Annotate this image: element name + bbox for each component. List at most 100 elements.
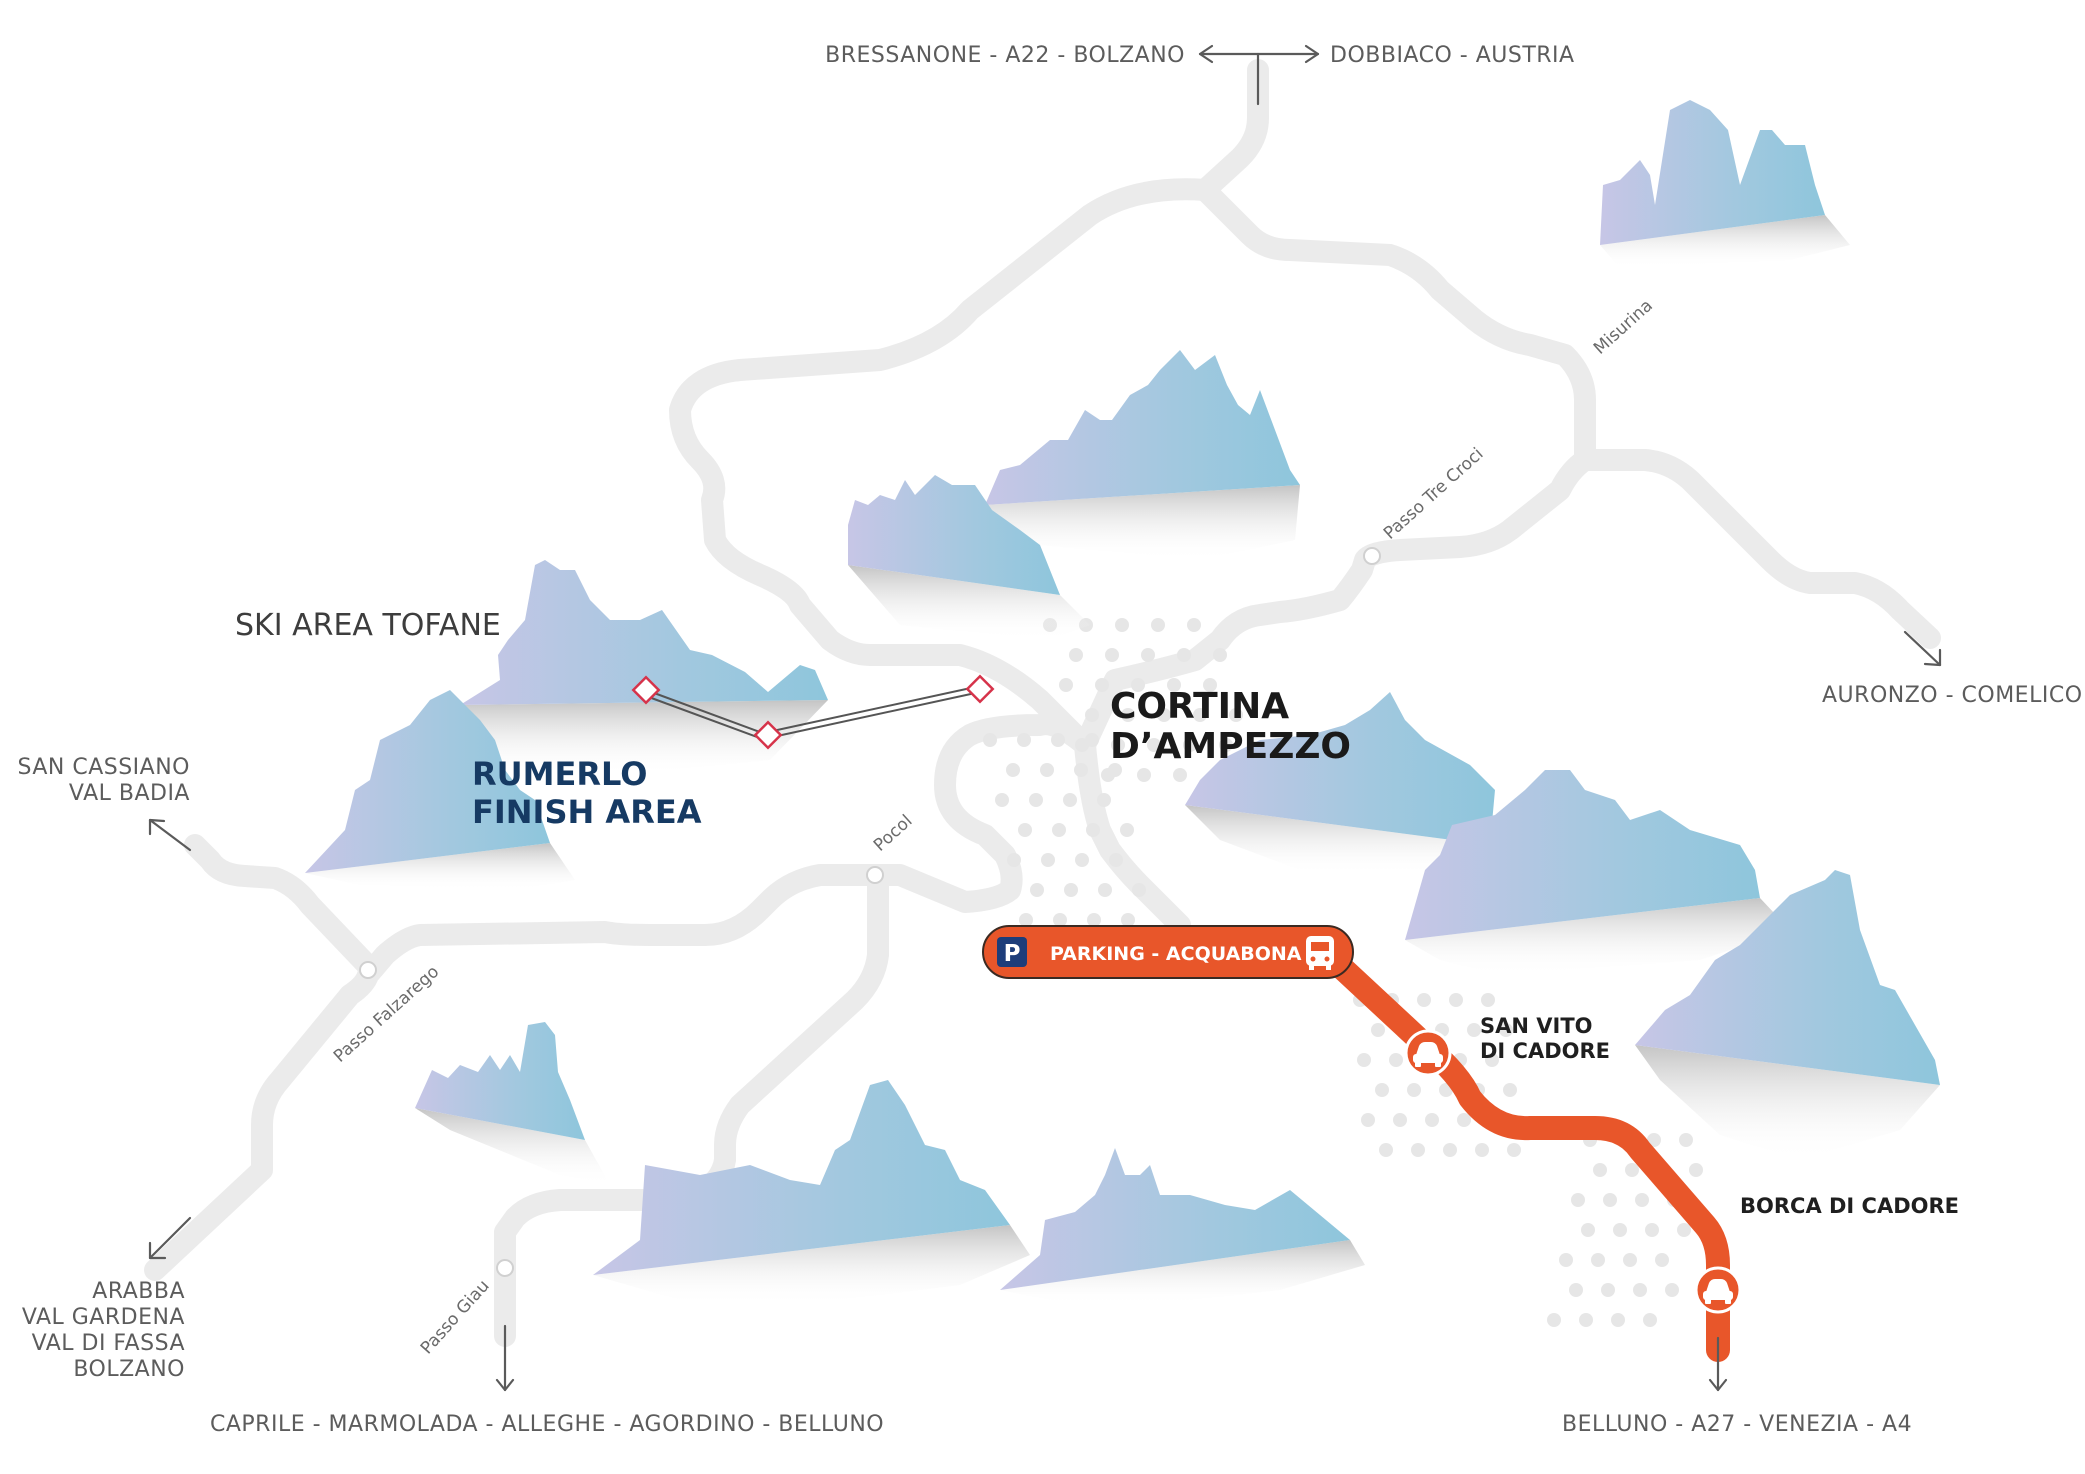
mountain-shadow: [305, 843, 575, 890]
road-cortina-center: [639, 713, 1096, 946]
pattern-dot: [1507, 1143, 1521, 1157]
pattern-dot: [1137, 768, 1151, 782]
pattern-dot: [1593, 1163, 1607, 1177]
label-pass-misurina: Misurina: [1590, 296, 1657, 359]
mountain: [985, 350, 1300, 505]
cable-line: [645, 689, 769, 736]
pattern-dot: [1120, 823, 1134, 837]
mountain: [1000, 1148, 1350, 1290]
road-san-cassiano: [184, 834, 381, 979]
mountain: [305, 690, 550, 873]
car-stop-borca[interactable]: [1694, 1266, 1742, 1314]
pattern-dot: [1173, 768, 1187, 782]
car-stop-san-vito[interactable]: [1404, 1029, 1452, 1077]
parking-sign-icon: [997, 937, 1027, 967]
arrow-icon: [1198, 44, 1320, 106]
lift-station-icon: [965, 674, 995, 704]
pattern-dot: [1053, 913, 1067, 927]
pattern-dot: [1085, 708, 1099, 722]
mountain-shadow: [985, 485, 1300, 560]
pattern-dot: [1105, 648, 1119, 662]
pattern-dot: [1655, 1253, 1669, 1267]
pattern-dot: [1677, 1223, 1691, 1237]
lift-station-icon: [631, 675, 661, 705]
road-tre-croci: [1074, 449, 1596, 756]
pattern-dot: [1030, 883, 1044, 897]
pattern-dot: [1085, 733, 1099, 747]
pattern-dot: [1569, 1283, 1583, 1297]
parking-pill[interactable]: [982, 925, 1354, 979]
mountain: [1600, 100, 1825, 245]
pattern-dot: [1052, 823, 1066, 837]
pattern-dot: [1417, 993, 1431, 1007]
label-san-vito-line2: DI CADORE: [1480, 1039, 1610, 1063]
label-southwest-line2: VAL GARDENA: [22, 1305, 185, 1330]
road-cortina-south: [1074, 734, 1191, 936]
route-line: [1313, 940, 1730, 1362]
label-pass-giau: Passo Giau: [417, 1276, 494, 1358]
pattern-dot: [1633, 1283, 1647, 1297]
arrow-icon: [1708, 1336, 1728, 1392]
car-icon: [1703, 1279, 1733, 1304]
pattern-dot: [1111, 738, 1125, 752]
pattern-dot: [1379, 1143, 1393, 1157]
parking-badge[interactable]: P PARKING - ACQUABONA: [982, 925, 1354, 979]
lift-station-icon: [753, 720, 783, 750]
pattern-dot: [1064, 883, 1078, 897]
pattern-dot: [1357, 1053, 1371, 1067]
arrow-icon: [148, 818, 192, 852]
label-city-line1: CORTINA: [1110, 686, 1289, 727]
pattern-dot: [1006, 763, 1020, 777]
pattern-dot: [1109, 853, 1123, 867]
label-city-line2: D’AMPEZZO: [1110, 726, 1351, 767]
bus-icon: [1306, 936, 1334, 970]
pattern-dot: [1499, 1023, 1513, 1037]
mountain: [1635, 870, 1940, 1085]
pass-markers: [359, 547, 1381, 1277]
pattern-dot: [1375, 1083, 1389, 1097]
label-west-line2: VAL BADIA: [69, 781, 190, 806]
label-pass-pocol: Pocol: [870, 811, 916, 856]
label-finish-line2: FINISH AREA: [472, 793, 702, 831]
pattern-dot: [1485, 1053, 1499, 1067]
road-network: [144, 59, 1941, 1347]
pattern-dot: [1411, 1143, 1425, 1157]
label-southwest-line3: VAL DI FASSA: [32, 1331, 185, 1356]
pattern-dot: [1547, 1313, 1561, 1327]
pattern-dot: [1147, 738, 1161, 752]
pattern-dot: [1645, 1223, 1659, 1237]
cable-line: [767, 685, 981, 733]
pattern-dot: [1647, 1133, 1661, 1147]
pattern-dot: [1059, 678, 1073, 692]
mountain-shadow: [1635, 1045, 1940, 1160]
mountain-shadow: [593, 1225, 1030, 1305]
road-north-trunk: [1194, 59, 1269, 201]
mountain: [1185, 692, 1495, 845]
pattern-dot: [1121, 708, 1135, 722]
road-northwest-loop: [669, 178, 1216, 756]
pattern-dot: [1213, 648, 1227, 662]
pattern-dot: [1132, 883, 1146, 897]
pattern-dot: [1018, 823, 1032, 837]
pattern-dot: [1121, 913, 1135, 927]
pattern-dot: [1017, 733, 1031, 747]
pattern-dot: [1063, 793, 1077, 807]
mountain: [1405, 770, 1760, 940]
label-east: AURONZO - COMELICO: [1822, 683, 2083, 708]
pattern-dot: [1475, 1143, 1489, 1157]
pattern-dot: [1087, 913, 1101, 927]
pattern-dot: [1503, 1083, 1517, 1097]
label-ski-area: SKI AREA TOFANE: [235, 608, 501, 643]
pattern-dot: [1449, 993, 1463, 1007]
mountain-shadow: [1600, 215, 1850, 268]
parking-symbol: P: [1004, 941, 1021, 967]
pattern-dot: [1151, 618, 1165, 632]
pattern-dot: [1193, 708, 1207, 722]
pattern-dot: [1229, 708, 1243, 722]
mountain: [848, 475, 1060, 595]
pattern-dot: [1679, 1133, 1693, 1147]
pattern-dot: [1115, 618, 1129, 632]
pattern-dot: [1131, 678, 1145, 692]
pattern-dot: [1601, 1283, 1615, 1297]
dot-pattern: [983, 618, 1703, 1327]
